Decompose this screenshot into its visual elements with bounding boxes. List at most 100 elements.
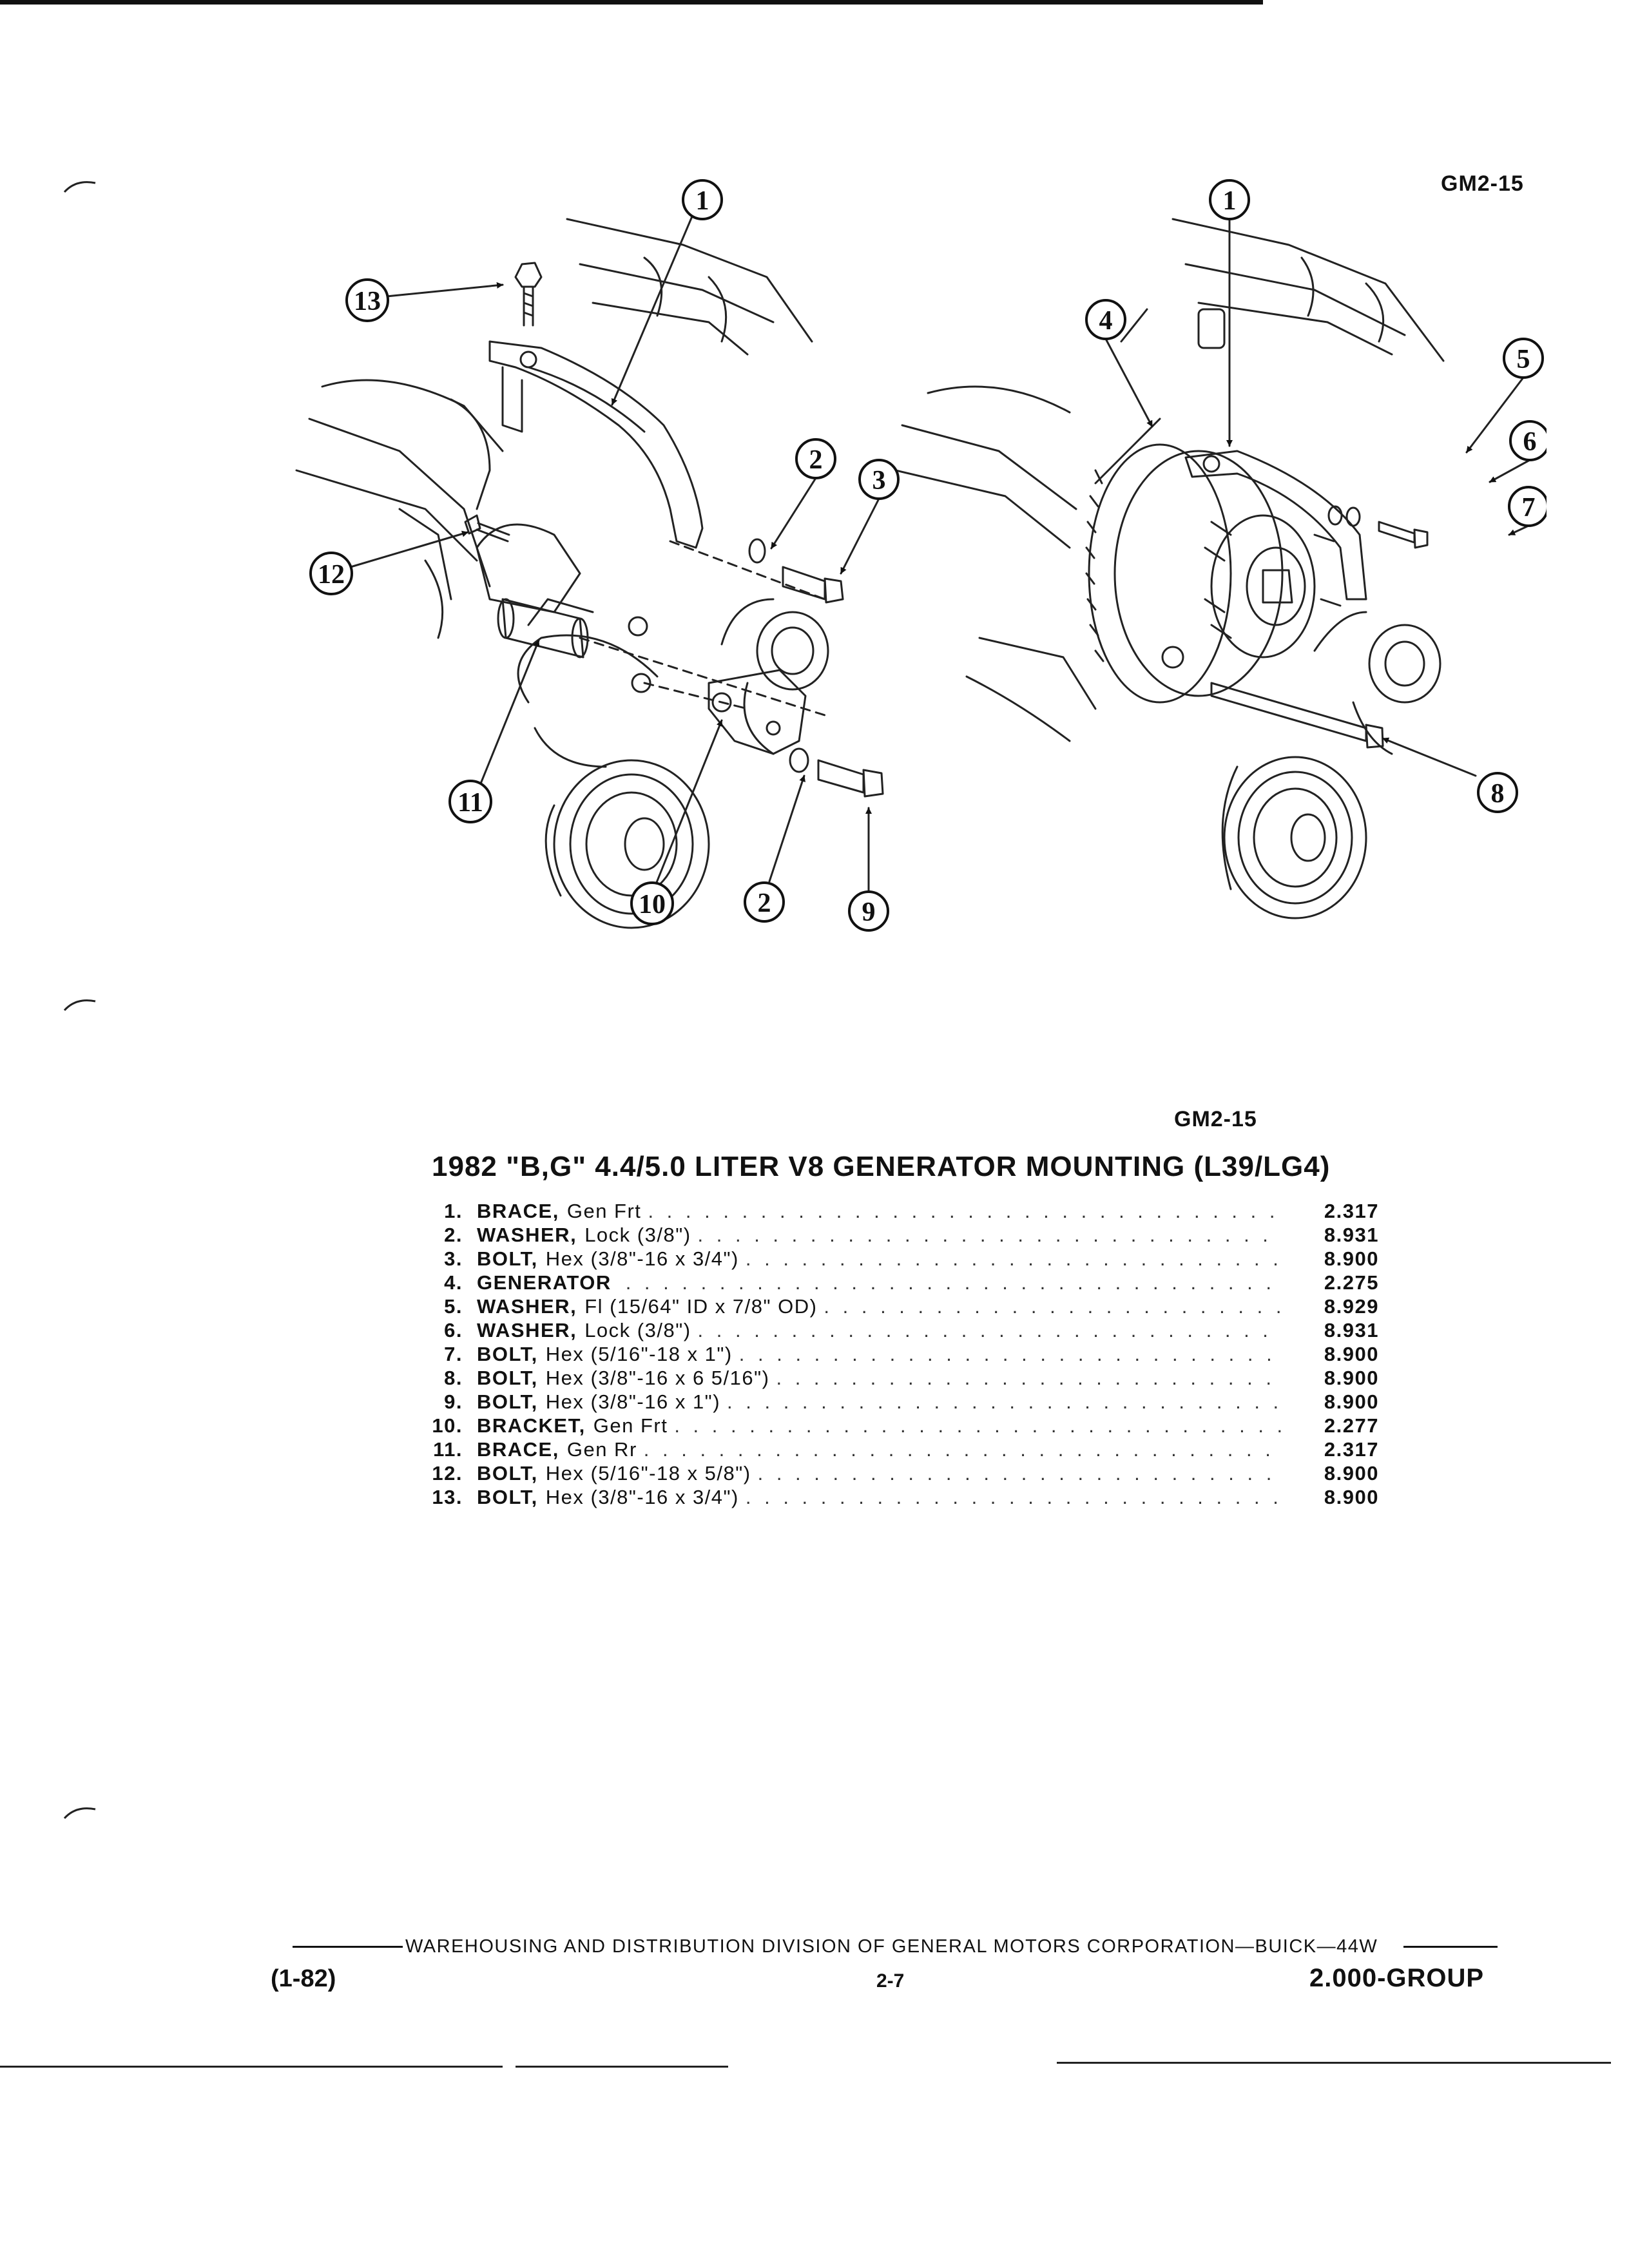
part-group-number: 8.900	[1324, 1367, 1379, 1389]
part-group-number: 2.277	[1324, 1414, 1379, 1437]
bracket-gen-frt	[708, 669, 807, 755]
bolt-13-part	[514, 262, 543, 327]
margin-hole-mark	[63, 999, 96, 1012]
leader-dots: . . . . . . . . . . . . . . . . . . . . …	[745, 1486, 1282, 1508]
bottom-rule	[1057, 2062, 1611, 2064]
callout-7: 7	[1522, 493, 1536, 523]
part-number: 6.	[444, 1319, 463, 1341]
part-number: 1.	[444, 1200, 463, 1222]
part-row: 9.BOLT,Hex (3/8"-16 x 1"). . . . . . . .…	[425, 1390, 1379, 1414]
leader-dots: . . . . . . . . . . . . . . . . . . . . …	[674, 1414, 1282, 1437]
part-number: 10.	[432, 1414, 463, 1437]
part-name: BOLT,	[477, 1367, 538, 1389]
part-row: 10. BRACKET, Gen Frt . . . . . . . . . . . …	[425, 1414, 1379, 1438]
part-description: Hex (3/8"-16 x 3/4")	[545, 1247, 739, 1270]
generator-part	[1085, 443, 1342, 704]
part-name: WASHER,	[477, 1319, 577, 1341]
washer-2-lower-part	[789, 747, 809, 773]
part-description: Hex (3/8"-16 x 1")	[545, 1390, 721, 1413]
part-name: BOLT,	[477, 1343, 538, 1365]
figure-code-bottom: GM2-15	[1174, 1107, 1257, 1131]
top-rule	[0, 0, 1263, 5]
leader-dots: . . . . . . . . . . . . . . . . . . . . …	[738, 1343, 1282, 1365]
margin-hole-mark	[63, 1807, 96, 1820]
part-name: BOLT,	[477, 1486, 538, 1508]
part-row: 7.BOLT,Hex (5/16"-18 x 1"). . . . . . . …	[425, 1343, 1379, 1367]
bolt-12-part	[464, 514, 510, 543]
figure-code-top: GM2-15	[1441, 171, 1524, 196]
part-number: 13.	[432, 1486, 463, 1508]
bolt-9-part	[817, 759, 884, 798]
part-group-number: 8.900	[1324, 1462, 1379, 1485]
parts-list: 1.BRACE,Gen Frt. . . . . . . . . . . . .…	[425, 1200, 1379, 1510]
bottom-rule	[0, 2066, 503, 2068]
part-group-number: 2.275	[1324, 1271, 1379, 1294]
washer-2-upper-part	[748, 538, 766, 564]
part-group-number: 8.929	[1324, 1295, 1379, 1318]
part-name: BRACKET,	[477, 1414, 586, 1437]
callout-1-right: 1	[1223, 186, 1237, 216]
part-row: 8.BOLT,Hex (3/8"-16 x 6 5/16"). . . . . …	[425, 1367, 1379, 1390]
part-description: Lock (3/8")	[584, 1319, 691, 1341]
part-description: Hex (5/16"-18 x 1")	[545, 1343, 733, 1365]
part-description: Lock (3/8")	[584, 1224, 691, 1246]
footer-publisher: WAREHOUSING AND DISTRIBUTION DIVISION OF…	[405, 1936, 1378, 1957]
part-group-number: 2.317	[1324, 1438, 1379, 1461]
leader-dots: . . . . . . . . . . . . . . . . . . . . …	[697, 1224, 1282, 1246]
brace-gen-frt-right	[1184, 450, 1367, 601]
leader-dots: . . . . . . . . . . . . . . . . . . . . …	[648, 1200, 1282, 1222]
callout-5: 5	[1517, 345, 1530, 374]
footer-date: (1-82)	[271, 1965, 336, 1992]
margin-hole-mark	[63, 181, 96, 193]
part-description: Fl (15/64" ID x 7/8" OD)	[584, 1295, 818, 1318]
part-number: 8.	[444, 1367, 463, 1389]
part-number: 3.	[444, 1247, 463, 1270]
brace-gen-rr	[476, 523, 651, 693]
part-name: BRACE,	[477, 1200, 559, 1222]
part-row: 5.WASHER,Fl (15/64" ID x 7/8" OD). . . .…	[425, 1295, 1379, 1319]
part-description: Hex (3/8"-16 x 3/4")	[545, 1486, 739, 1508]
part-name: BOLT,	[477, 1462, 538, 1485]
callout-9: 9	[862, 898, 876, 927]
callout-10: 10	[639, 890, 666, 919]
part-group-number: 8.900	[1324, 1390, 1379, 1413]
footer-publisher-line: WAREHOUSING AND DISTRIBUTION DIVISION OF…	[293, 1936, 1498, 1957]
leader-dots: . . . . . . . . . . . . . . . . . . . . …	[776, 1367, 1282, 1389]
leader-dots: . . . . . . . . . . . . . . . . . . . . …	[697, 1319, 1282, 1341]
part-row: 1. BRACE, Gen Frt . . . . . . . . . . . . .…	[425, 1200, 1379, 1224]
leader-dots: . . . . . . . . . . . . . . . . . . . . …	[625, 1271, 1282, 1294]
callout-6: 6	[1523, 427, 1537, 457]
callout-3: 3	[872, 466, 886, 495]
leader-dots: . . . . . . . . . . . . . . . . . . . . …	[727, 1390, 1282, 1413]
part-name: BRACE,	[477, 1438, 559, 1461]
part-row: 4. GENERATOR . . . . . . . . . . . . . . .…	[425, 1271, 1379, 1295]
bolt-3-part	[782, 566, 844, 604]
part-number: 12.	[432, 1462, 463, 1485]
engine-right-view	[894, 218, 1445, 919]
leader-dots: . . . . . . . . . . . . . . . . . . . . …	[824, 1295, 1282, 1318]
part-group-number: 2.317	[1324, 1200, 1379, 1222]
part-number: 11.	[433, 1438, 463, 1461]
brace-gen-frt-left	[488, 340, 704, 549]
part-group-number: 8.900	[1324, 1486, 1379, 1508]
part-group-number: 8.931	[1324, 1319, 1379, 1341]
part-description: Gen Frt	[593, 1414, 668, 1437]
part-number: 2.	[444, 1224, 463, 1246]
footer-page-number: 2-7	[876, 1970, 905, 1992]
part-number: 5.	[444, 1295, 463, 1318]
part-number: 4.	[444, 1271, 463, 1294]
part-row: 3.BOLT,Hex (3/8"-16 x 3/4"). . . . . . .…	[425, 1247, 1379, 1271]
callout-8: 8	[1491, 779, 1505, 809]
leader-dots: . . . . . . . . . . . . . . . . . . . . …	[643, 1438, 1282, 1461]
bolt-8-part	[1210, 682, 1384, 749]
part-group-number: 8.900	[1324, 1247, 1379, 1270]
part-row: 12. BOLT, Hex (5/16"-18 x 5/8") . . . . . .…	[425, 1462, 1379, 1486]
part-name: BOLT,	[477, 1247, 538, 1270]
engine-left-view	[295, 218, 829, 929]
washers-5-6-bolt-7-parts	[1327, 505, 1429, 549]
part-description: Gen Frt	[566, 1200, 642, 1222]
part-name: WASHER,	[477, 1224, 577, 1246]
part-description: Hex (5/16"-18 x 5/8")	[545, 1462, 751, 1485]
part-name: GENERATOR	[477, 1271, 612, 1294]
leader-dots: . . . . . . . . . . . . . . . . . . . . …	[757, 1462, 1282, 1485]
